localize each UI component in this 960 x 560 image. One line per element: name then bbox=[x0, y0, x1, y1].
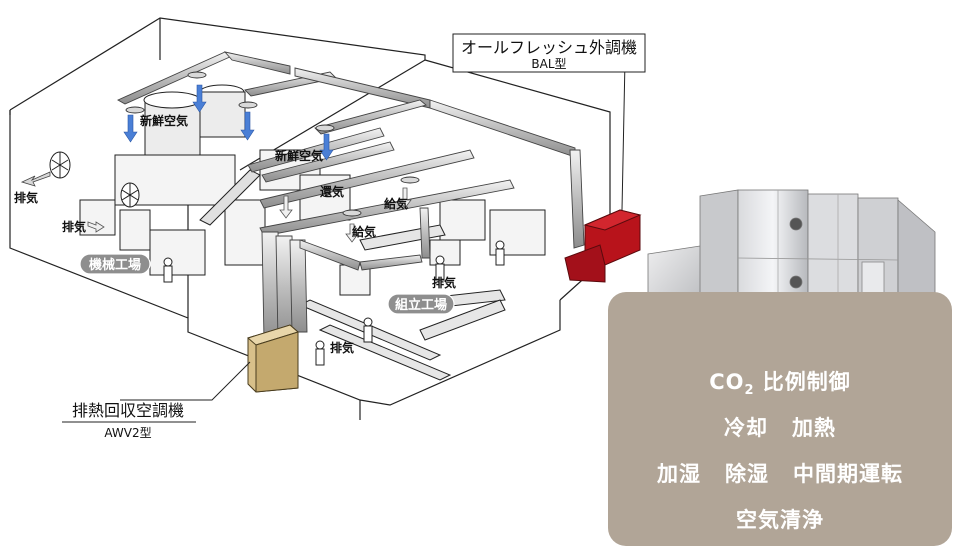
duct-network bbox=[117, 51, 585, 341]
feature-co2-subscript: 2 bbox=[744, 383, 755, 399]
label-exhaust-assembly: 排気 bbox=[432, 275, 456, 290]
fresh-air-arrows bbox=[123, 84, 334, 161]
bal-unit bbox=[564, 209, 642, 283]
feature-co2-rest: 比例制御 bbox=[754, 370, 851, 394]
exhaust-fan-left bbox=[49, 151, 140, 208]
air-flow-arrows bbox=[87, 187, 412, 243]
zone-pill-assembly: 組立工場 bbox=[387, 293, 455, 315]
awv-callout-model: AWV2型 bbox=[104, 426, 151, 440]
label-fresh-air-2: 新鮮空気 bbox=[275, 148, 323, 163]
label-exhaust-left: 排気 bbox=[14, 190, 38, 205]
label-supply-air-2: 給気 bbox=[352, 224, 376, 239]
label-return-air: 還気 bbox=[320, 184, 344, 199]
feature-intermediate-season: 中間期運転 bbox=[793, 462, 903, 486]
zone-pill-machining: 機械工場 bbox=[79, 253, 151, 275]
air-labels: 新鮮空気 新鮮空気 排気 排気 還気 給気 給気 排気 排気 bbox=[14, 113, 456, 355]
awv-callout-name: 排熱回収空調機 bbox=[72, 401, 184, 420]
feature-row-3: 加湿除湿中間期運転 bbox=[608, 458, 952, 488]
diffusers bbox=[125, 71, 420, 217]
awv-unit bbox=[246, 324, 300, 393]
feature-panel: CO2 比例制御 冷却加熱 加湿除湿中間期運転 空気清浄 bbox=[608, 292, 952, 546]
feature-cooling: 冷却 bbox=[724, 416, 768, 440]
feature-heating: 加熱 bbox=[792, 416, 836, 440]
bal-callout-model: BAL型 bbox=[531, 57, 566, 71]
label-fresh-air-1: 新鮮空気 bbox=[140, 113, 188, 128]
feature-co2: CO2 比例制御 bbox=[608, 366, 952, 398]
feature-dehumidify: 除湿 bbox=[725, 462, 769, 486]
label-exhaust-machine: 排気 bbox=[62, 219, 86, 234]
zone-label-machining: 機械工場 bbox=[89, 257, 141, 273]
feature-air-purification: 空気清浄 bbox=[736, 508, 824, 532]
feature-humidify: 加湿 bbox=[657, 462, 701, 486]
exhaust-arrow-left bbox=[20, 171, 51, 187]
workers bbox=[163, 240, 505, 366]
feature-row-2: 冷却加熱 bbox=[608, 412, 952, 442]
feature-co2-prefix: CO bbox=[709, 370, 745, 394]
awv-callout: 排熱回収空調機 AWV2型 bbox=[62, 401, 196, 440]
label-exhaust-bottom: 排気 bbox=[330, 340, 354, 355]
label-supply-air-1: 給気 bbox=[384, 196, 408, 211]
bal-callout-name: オールフレッシュ外調機 bbox=[461, 38, 637, 57]
zone-label-assembly: 組立工場 bbox=[395, 297, 447, 313]
bal-callout: オールフレッシュ外調機 BAL型 bbox=[452, 33, 646, 73]
